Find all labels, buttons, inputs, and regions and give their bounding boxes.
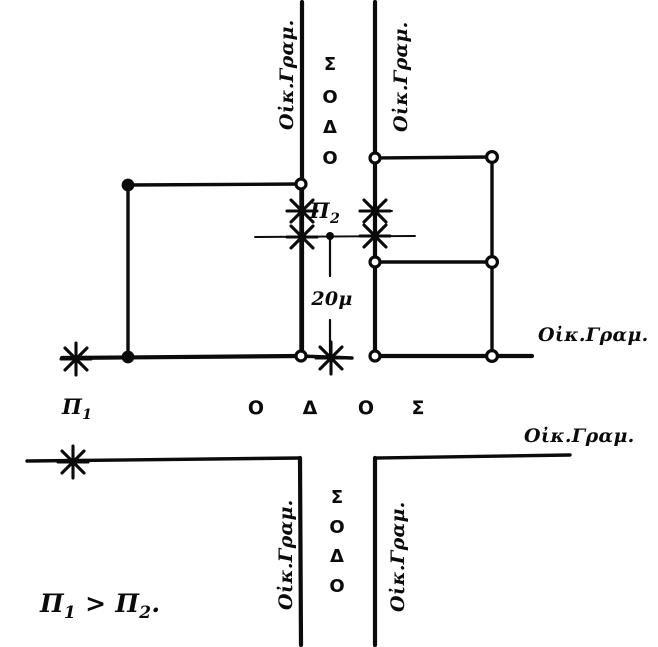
label-building-line-top-left: Οἰκ.Γραμ. — [276, 19, 298, 130]
svg-text:Π1: Π1 — [61, 394, 92, 423]
asterisk-marker — [285, 219, 319, 255]
building-line-text: Οἰκ.Γραμ. — [390, 21, 412, 132]
corner-node-open — [485, 150, 500, 165]
building-line-text: Οἰκ.Γραμ. — [524, 425, 635, 447]
corner-node-filled — [121, 178, 135, 192]
survey-markers — [56, 193, 392, 480]
street-letter: Σ — [412, 397, 425, 419]
pi1-letter: Π — [61, 394, 83, 419]
street-letter: Δ — [330, 546, 344, 567]
street-letter: Σ — [331, 487, 343, 508]
pi2-subscript: 2 — [329, 211, 340, 227]
corner-node-open — [368, 151, 382, 165]
street-letter: Ο — [329, 576, 344, 597]
label-building-line-lower-right: Οἰκ.Γραμ. — [524, 425, 635, 447]
label-street-horizontal: Ο Δ Ο Σ — [248, 397, 425, 419]
label-building-line-top-right: Οἰκ.Γραμ. — [390, 21, 412, 132]
right-building-outline — [373, 155, 494, 358]
label-point-pi1: Π1 — [61, 394, 92, 423]
street-letter: Δ — [303, 397, 318, 419]
building-line-text: Οἰκ.Γραμ. — [387, 501, 409, 612]
formula-pi1: Π — [39, 589, 65, 618]
pi2-letter: Π — [309, 198, 331, 223]
formula-pi2: Π — [114, 589, 140, 618]
corner-node-open — [368, 349, 382, 363]
label-dimension-20m: 20μ — [310, 288, 352, 310]
building-line-text: Οἰκ.Γραμ. — [276, 19, 298, 130]
label-building-line-bottom-right: Οἰκ.Γραμ. — [387, 501, 409, 612]
dimension-text: 20μ — [310, 288, 352, 310]
right-building-corner-nodes — [368, 150, 500, 364]
label-building-line-bottom-left: Οἰκ.Γραμ. — [275, 499, 297, 610]
label-building-line-middle-right: Οἰκ.Γραμ. — [538, 324, 649, 346]
street-letter: Ο — [329, 517, 344, 538]
street-letter: Ο — [248, 397, 264, 419]
label-street-vertical-top: Σ Ο Δ Ο — [322, 54, 337, 169]
formula-operator: > — [85, 589, 106, 618]
svg-text:Π2: Π2 — [309, 198, 340, 227]
lower-building-lines — [25, 453, 572, 647]
corner-node-open — [368, 255, 382, 269]
formula-pi1-greater-pi2: Π1 > Π2. — [39, 589, 160, 623]
asterisk-marker-pi1 — [59, 341, 93, 377]
formula-pi1-sub: 1 — [64, 603, 76, 623]
label-street-vertical-bottom: Σ Ο Δ Ο — [329, 487, 344, 597]
street-letter: Ο — [322, 148, 337, 169]
street-letter: Σ — [324, 54, 336, 75]
formula-period: . — [151, 589, 160, 618]
corner-node-open — [294, 177, 308, 191]
label-point-pi2: Π2 — [309, 198, 340, 227]
formula-pi2-sub: 2 — [138, 603, 151, 623]
street-letter: Δ — [323, 117, 337, 138]
street-letter: Ο — [322, 87, 337, 108]
pi1-subscript: 1 — [82, 407, 92, 423]
svg-text:Π1 > Π2.: Π1 > Π2. — [39, 589, 160, 623]
corner-node-open — [485, 349, 500, 364]
asterisk-marker — [358, 218, 392, 254]
street-letter: Ο — [358, 397, 374, 419]
corner-node-open — [294, 349, 308, 363]
building-line-text: Οἰκ.Γραμ. — [538, 324, 649, 346]
corner-node-filled — [121, 350, 135, 364]
left-building-corner-nodes — [121, 177, 308, 364]
asterisk-marker — [314, 340, 348, 376]
left-building-outline — [126, 182, 303, 359]
corner-node-open — [485, 255, 500, 270]
building-line-text: Οἰκ.Γραμ. — [275, 499, 297, 610]
